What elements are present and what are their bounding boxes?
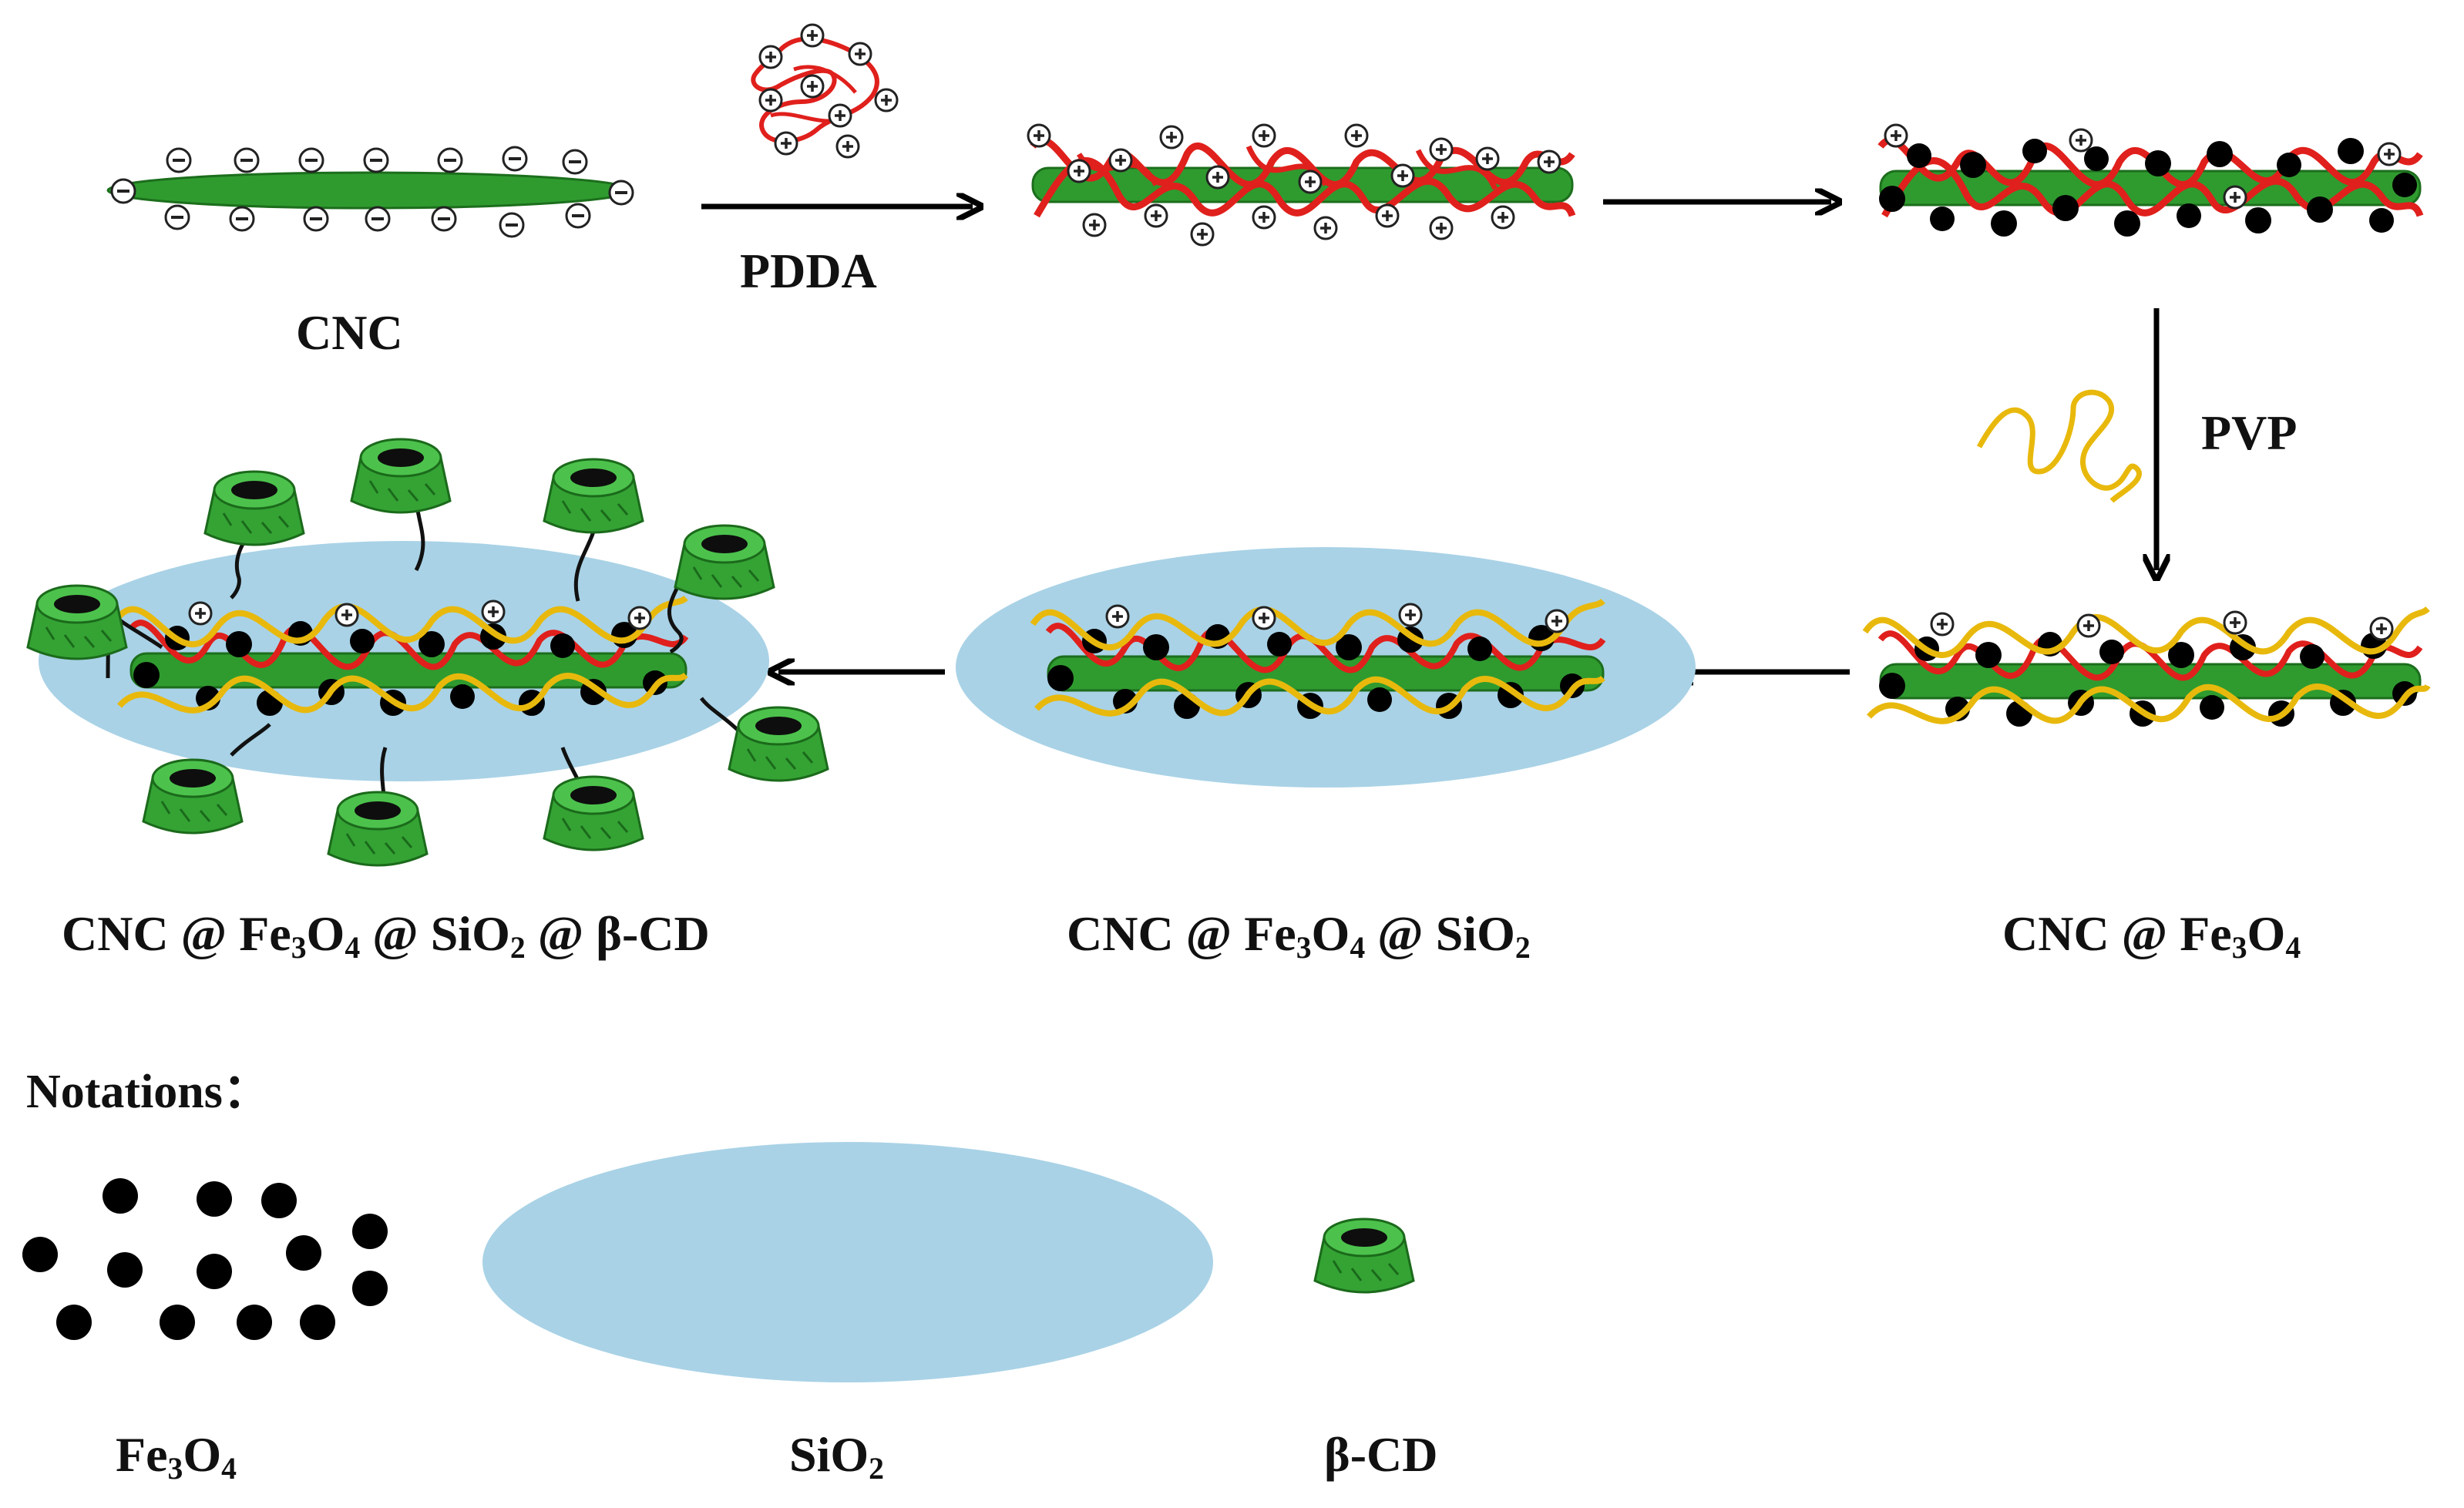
legend-fe3o4-dots (22, 1178, 388, 1340)
label-pvp: PVP (2201, 405, 2298, 460)
pvp-polymer-icon (1976, 389, 2142, 503)
cnc-pdda-rod (1027, 123, 1576, 247)
legend-bcd-ring (1313, 1217, 1415, 1294)
cnc-fe3o4-sio2-bcd-particle (26, 438, 829, 867)
pdda-polymer-icon (751, 23, 899, 159)
legend-sio2-ellipse (482, 1142, 1213, 1382)
legend-label-fe3o4: Fe3O4 (116, 1427, 237, 1486)
label-cnc-fe3o4: CNC @ Fe3O4 (2002, 906, 2301, 965)
label-cnc-fe3o4-sio2: CNC @ Fe3O4 @ SiO2 (1067, 906, 1531, 965)
label-notations: Notations： (26, 1066, 271, 1118)
label-cnc-fe3o4-sio2-bcd: CNC @ Fe3O4 @ SiO2 @ β-CD (62, 906, 710, 965)
cnc-fe3o4-pvp-rod (1862, 606, 2431, 727)
cnc-pdda-fe3o4-rod (1877, 123, 2424, 237)
label-cnc: CNC (296, 305, 403, 360)
legend-label-bcd: β-CD (1324, 1427, 1438, 1482)
cnc-fe3o4-sio2-particle (956, 547, 1696, 788)
legend-label-sio2: SiO2 (789, 1427, 884, 1486)
cnc-rod (106, 146, 634, 238)
label-pdda: PDDA (740, 243, 877, 298)
